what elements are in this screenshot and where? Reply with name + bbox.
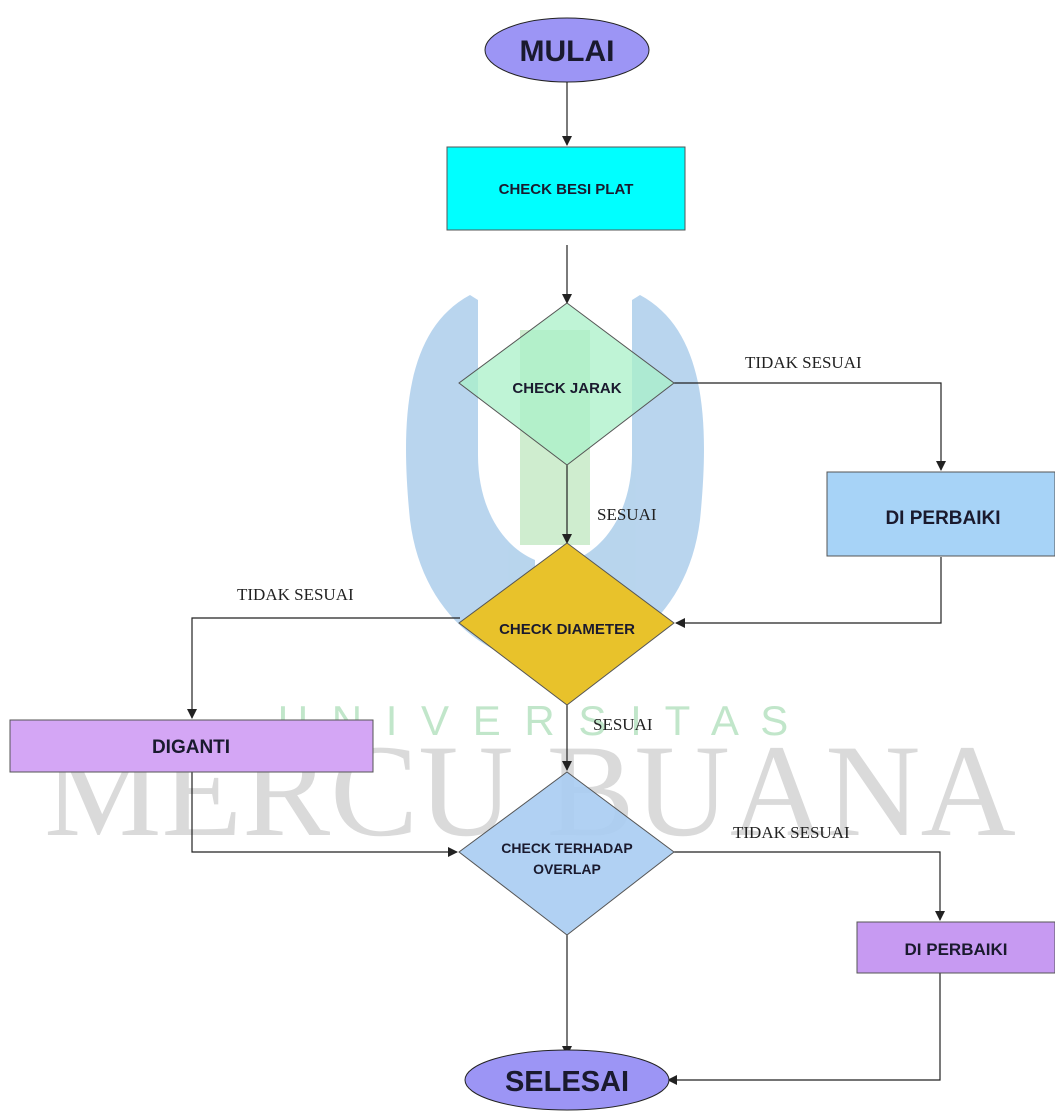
label-distance-fail: TIDAK SESUAI — [745, 353, 862, 372]
label-diameter-pass: SESUAI — [593, 715, 653, 734]
edge-labels: TIDAK SESUAI SESUAI TIDAK SESUAI SESUAI … — [237, 353, 862, 842]
fix-2-label: DI PERBAIKI — [905, 940, 1008, 959]
check-overlap-label-line1: CHECK TERHADAP — [501, 840, 632, 856]
replace-label: DIGANTI — [152, 737, 230, 758]
node-end: SELESAI — [464, 1049, 670, 1111]
start-terminal-shape — [484, 17, 650, 83]
check-distance-decision-shape — [458, 302, 675, 466]
end-terminal-shape — [464, 1049, 670, 1111]
start-label: MULAI — [520, 35, 615, 68]
node-check-diameter: CHECK DIAMETER — [458, 542, 675, 706]
node-fix-1: DI PERBAIKI — [826, 471, 1055, 557]
edge-distance-fail — [674, 382, 946, 471]
watermark-logo-left-arc — [406, 295, 535, 665]
fix-1-label: DI PERBAIKI — [885, 508, 1000, 529]
edge-fix2-to-end — [667, 973, 941, 1085]
node-check-plate: CHECK BESI PLAT — [446, 146, 686, 231]
node-fix-2: DI PERBAIKI — [856, 921, 1055, 974]
replace-process-shape — [9, 719, 374, 773]
edge-overlap-fail — [674, 851, 945, 921]
check-plate-process-shape — [446, 146, 686, 231]
fix-2-process-shape — [856, 921, 1055, 974]
check-overlap-label-line2: OVERLAP — [533, 861, 601, 877]
edge-fix1-to-diameter — [675, 557, 942, 628]
label-overlap-fail: TIDAK SESUAI — [733, 823, 850, 842]
node-replace: DIGANTI — [9, 719, 374, 773]
node-check-distance: CHECK JARAK — [458, 302, 675, 466]
end-label: SELESAI — [505, 1066, 629, 1098]
connectors — [187, 80, 946, 1085]
check-diameter-decision-shape — [458, 542, 675, 706]
fix-1-process-shape — [826, 471, 1055, 557]
edge-diameter-fail — [187, 617, 460, 719]
check-diameter-label: CHECK DIAMETER — [499, 621, 635, 638]
label-distance-pass: SESUAI — [597, 505, 657, 524]
label-diameter-fail: TIDAK SESUAI — [237, 585, 354, 604]
check-plate-label: CHECK BESI PLAT — [499, 181, 634, 198]
check-distance-label: CHECK JARAK — [512, 380, 621, 397]
node-start: MULAI — [484, 17, 650, 83]
edge-replace-to-overlap — [191, 772, 458, 857]
check-overlap-decision-shape — [458, 771, 675, 936]
node-check-overlap: CHECK TERHADAP OVERLAP — [458, 771, 675, 936]
